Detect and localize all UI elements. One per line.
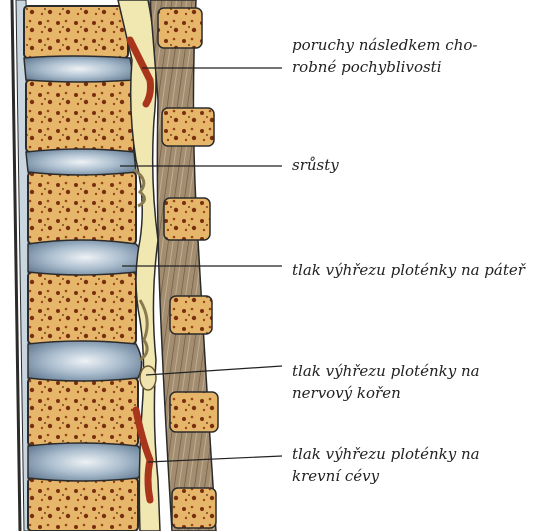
- disc-4: [28, 341, 142, 381]
- nerve-root: [140, 366, 156, 390]
- vertebra-5: [28, 378, 138, 446]
- label-tlak-na-pater: tlak výhřezu ploténky na páteř: [292, 259, 525, 281]
- disc-5: [28, 443, 144, 481]
- vertebra-3: [28, 172, 136, 244]
- label-chorobne-pochyblivosti: poruchy následkem cho- robné pochyblivos…: [292, 34, 477, 78]
- vertebra-1: [24, 6, 128, 58]
- vertebra-2: [26, 80, 134, 152]
- label-tlak-na-nervovy-koren: tlak výhřezu ploténky na nervový kořen: [292, 360, 480, 404]
- vertebra-4: [28, 272, 136, 344]
- label-tlak-na-krevni-cevy: tlak výhřezu ploténky na krevní cévy: [292, 443, 480, 487]
- vertebra-6: [28, 478, 138, 531]
- label-srusty: srůsty: [292, 154, 339, 176]
- disc-1: [24, 56, 134, 82]
- disc-2: [26, 149, 136, 175]
- disc-3: [28, 240, 143, 275]
